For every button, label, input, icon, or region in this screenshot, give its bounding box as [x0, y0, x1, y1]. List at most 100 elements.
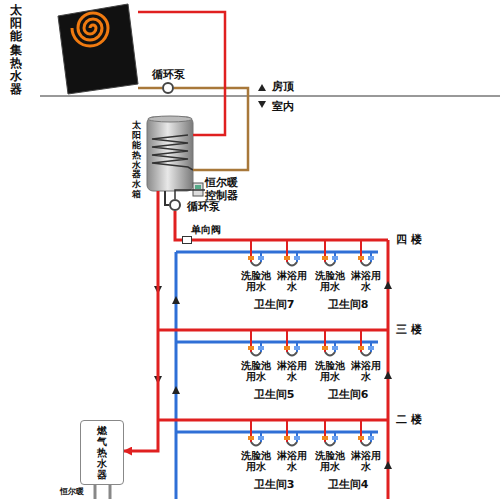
- fixture-outlet: 洗脸池用水: [314, 332, 346, 384]
- mixer-symbol: [251, 352, 261, 356]
- roof-line: [40, 96, 500, 97]
- floor-label: 三 楼: [396, 322, 422, 337]
- fixture-label: 洗脸池用水: [314, 360, 346, 382]
- bathroom-group: 卫生间6 洗脸池用水淋浴用水: [312, 332, 384, 402]
- bathroom-label: 卫生间8: [328, 297, 369, 312]
- fixture-label: 淋浴用水: [350, 270, 382, 292]
- tap-symbol: [248, 346, 254, 350]
- roof-label: 房顶: [272, 79, 294, 94]
- mixer-symbol: [287, 352, 297, 356]
- pump-label: 循环泵: [152, 67, 185, 82]
- cold-riser: [175, 252, 178, 499]
- hot-pipe: [158, 329, 388, 332]
- tap-symbol: [258, 346, 264, 350]
- tap-symbol: [322, 346, 328, 350]
- down-marker: [258, 101, 266, 108]
- tap-symbol: [294, 256, 300, 260]
- indoor-label: 室内: [272, 99, 294, 114]
- collector-label: 太阳能集热水器: [10, 4, 22, 96]
- tap-symbol: [368, 256, 374, 260]
- heater-label: 燃气热水器: [97, 425, 107, 480]
- mixer-symbol: [361, 442, 371, 446]
- fixture-outlet: 洗脸池用水: [240, 422, 272, 474]
- bathroom-group: 卫生间8洗脸池用水淋浴用水: [312, 242, 384, 312]
- bathroom-label: 卫生间4: [328, 477, 369, 492]
- flow-arrow: [384, 461, 392, 469]
- fixture-label: 淋浴用水: [276, 270, 308, 292]
- fixture-label: 淋浴用水: [350, 360, 382, 382]
- collector-panel: [58, 4, 138, 94]
- mixer-symbol: [325, 262, 335, 266]
- bathroom-label: 卫生间7: [254, 297, 295, 312]
- tap-symbol: [332, 256, 338, 260]
- controller-display: [195, 185, 201, 189]
- bathroom-label: 卫生间5: [254, 387, 295, 402]
- tap-symbol: [258, 436, 264, 440]
- fixture-outlet: 淋浴用水: [350, 422, 382, 474]
- mixer-symbol: [325, 352, 335, 356]
- hot-pipe: [158, 419, 388, 422]
- floor-label: 四 楼: [396, 232, 422, 247]
- control-wire: [175, 190, 205, 199]
- return-riser: [387, 240, 390, 499]
- bathroom-group: 卫生间5 洗脸池用水淋浴用水: [238, 332, 310, 402]
- return-pipe: [174, 88, 248, 170]
- mixer-symbol: [361, 262, 371, 266]
- tap-symbol: [358, 346, 364, 350]
- fixture-outlet: 洗脸池用水: [240, 242, 272, 294]
- collector-spiral: [72, 13, 108, 46]
- fixture-label: 洗脸池用水: [240, 270, 272, 292]
- mixer-symbol: [251, 262, 261, 266]
- tap-symbol: [358, 436, 364, 440]
- fixture-label: 淋浴用水: [276, 450, 308, 472]
- mixer-symbol: [251, 442, 261, 446]
- tank-coil: [152, 135, 193, 170]
- controller-label: 恒尔暖控制器: [205, 176, 241, 202]
- fixture-label: 洗脸池用水: [240, 450, 272, 472]
- fixture-outlet: 淋浴用水: [350, 242, 382, 294]
- bathroom-group: 卫生间3洗脸池用水淋浴用水: [238, 422, 310, 492]
- tap-symbol: [368, 436, 374, 440]
- fixture-outlet: 洗脸池用水: [240, 332, 272, 384]
- tap-symbol: [258, 256, 264, 260]
- fixture-outlet: 淋浴用水: [276, 422, 308, 474]
- solar-collector: 太阳能集热水器: [6, 4, 138, 96]
- mixer-symbol: [287, 442, 297, 446]
- tap-symbol: [322, 256, 328, 260]
- tap-symbol: [248, 256, 254, 260]
- floor-label: 二 楼: [396, 412, 422, 427]
- bathroom-label: 卫生间6: [328, 387, 369, 402]
- cold-pipe: [176, 341, 378, 344]
- tap-symbol: [358, 256, 364, 260]
- mixer-symbol: [287, 262, 297, 266]
- bathroom-group: 卫生间4 洗脸池用水淋浴用水: [312, 422, 384, 492]
- fixture-outlet: 淋浴用水: [350, 332, 382, 384]
- tap-symbol: [332, 436, 338, 440]
- tap-symbol: [322, 436, 328, 440]
- cold-pipe: [176, 251, 378, 254]
- fixture-outlet: 淋浴用水: [276, 332, 308, 384]
- flow-arrow: [172, 296, 180, 304]
- fixture-label: 洗脸池用水: [314, 450, 346, 472]
- tap-symbol: [294, 346, 300, 350]
- tap-symbol: [284, 436, 290, 440]
- cold-pipe: [176, 431, 378, 434]
- up-marker: [258, 84, 266, 91]
- return-pipe: [138, 87, 162, 90]
- tank-label: 太阳能热水器水箱: [132, 121, 141, 200]
- flow-arrow: [172, 386, 180, 394]
- tank-body: [147, 117, 193, 191]
- pump-label: 循环泵: [187, 199, 220, 214]
- tap-symbol: [284, 346, 290, 350]
- fixture-outlet: 洗脸池用水: [314, 422, 346, 474]
- check-valve: 单向阀: [182, 236, 192, 244]
- flow-arrow: [384, 281, 392, 289]
- tap-symbol: [332, 346, 338, 350]
- tap-symbol: [368, 346, 374, 350]
- mixer-symbol: [361, 352, 371, 356]
- gas-heater: 燃气热水器: [80, 420, 124, 485]
- hot-pipe: [138, 12, 225, 135]
- tap-symbol: [284, 256, 290, 260]
